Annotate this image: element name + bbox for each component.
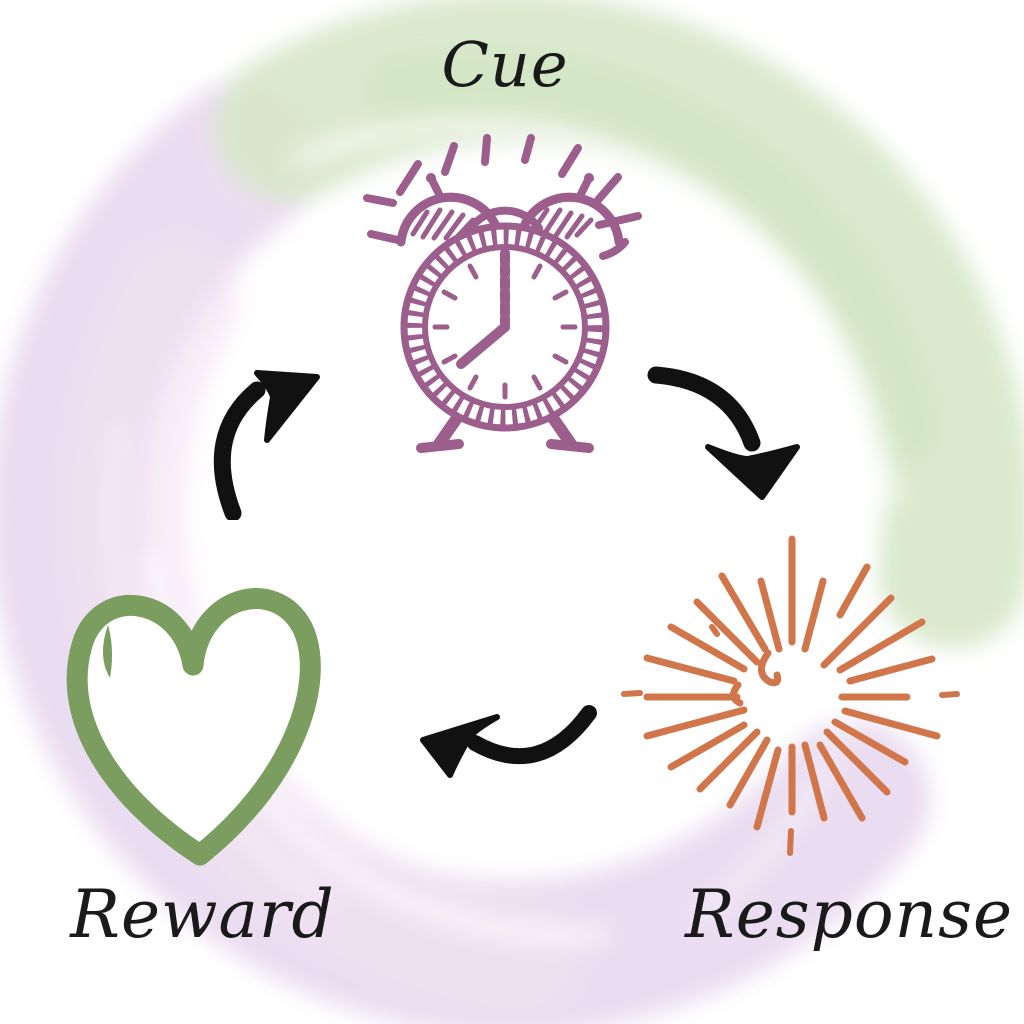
node-label-reward: Reward (70, 876, 335, 953)
heart-icon (66, 588, 321, 866)
arrow-reward-to-cue (213, 370, 320, 520)
arrow-cue-to-response (647, 366, 800, 500)
arrow-response-to-reward (420, 705, 597, 778)
node-label-response: Response (685, 876, 1014, 953)
sunburst-icon (621, 535, 960, 856)
alarm-clock-icon (363, 134, 642, 453)
node-label-cue: Cue (441, 28, 569, 101)
